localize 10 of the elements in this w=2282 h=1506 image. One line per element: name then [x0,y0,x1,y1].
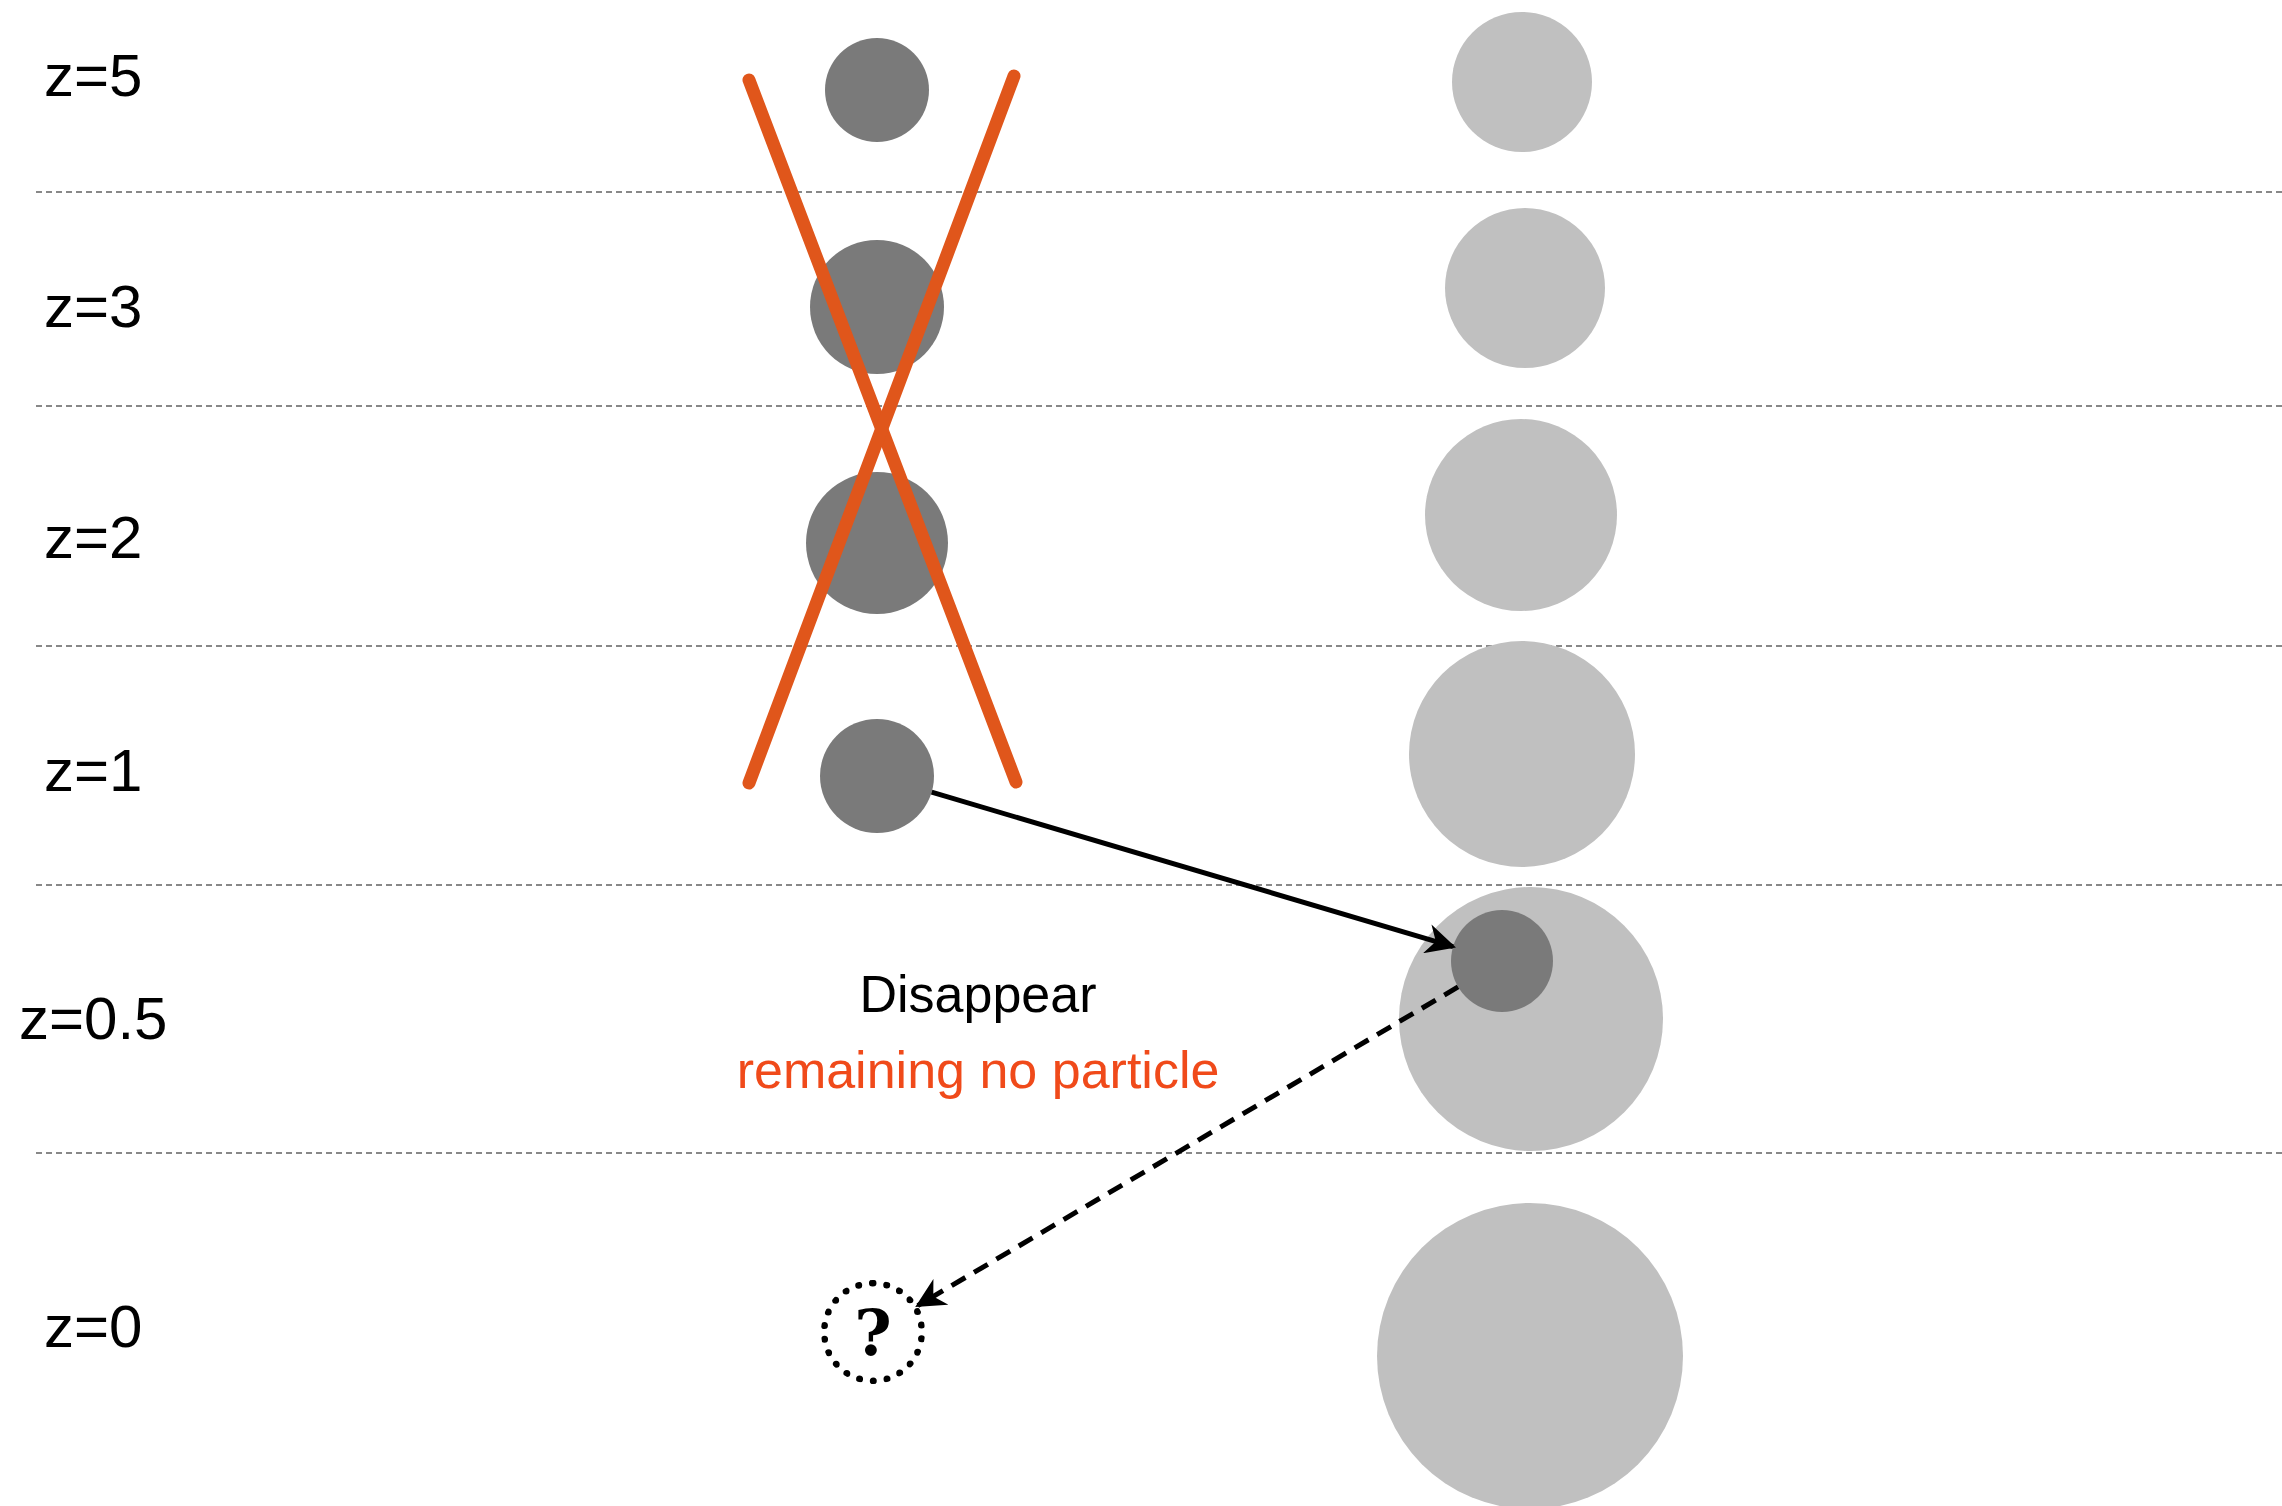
level-label: z=3 [44,277,143,337]
question-mark: ? [854,1294,892,1370]
arrow [915,984,1460,1308]
arrow [930,789,1456,954]
level-label: z=0.5 [19,989,168,1049]
unknown-particle-circle [821,1280,925,1384]
level-label: z=0 [44,1297,143,1357]
level-label: z=5 [44,46,143,106]
level-label: z=1 [44,741,143,801]
level-label: z=2 [44,508,143,568]
